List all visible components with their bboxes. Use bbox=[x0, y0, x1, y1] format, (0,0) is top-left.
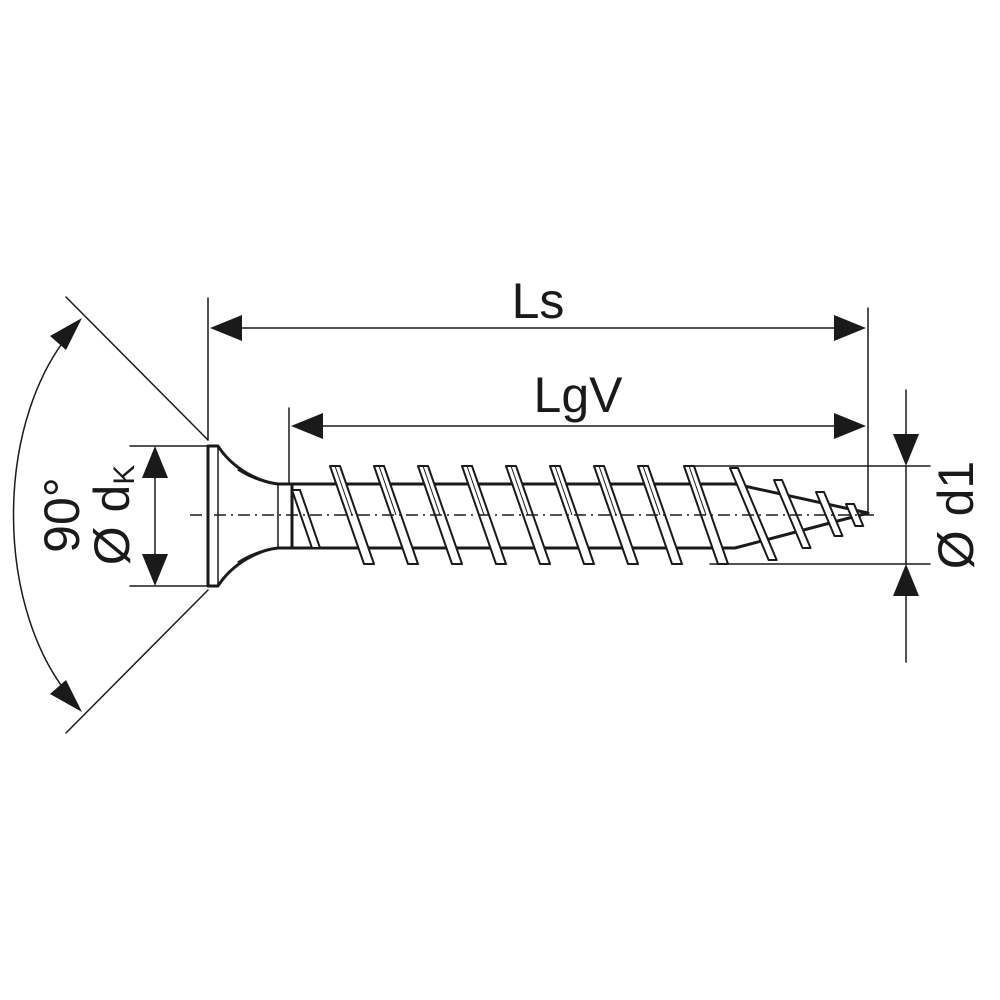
thread-flight-edge bbox=[466, 465, 485, 516]
thread-flight bbox=[729, 467, 778, 561]
lgv-dimension bbox=[288, 407, 866, 485]
angle-arrow-top bbox=[50, 318, 82, 350]
angle-dimension bbox=[12, 296, 209, 734]
thread-flight-edge bbox=[642, 465, 661, 516]
ls-arrow-left bbox=[210, 315, 242, 341]
thread-flight bbox=[815, 491, 844, 537]
ls-dimension bbox=[207, 297, 869, 513]
screw-head bbox=[206, 444, 294, 588]
lgv-arrow-right bbox=[834, 413, 866, 439]
screw-threads bbox=[290, 465, 865, 565]
ls-arrow-right bbox=[834, 315, 866, 341]
d1-arrow-top bbox=[893, 434, 919, 466]
thread-flight-edge bbox=[688, 465, 707, 516]
head-diameter-label: Ø dK bbox=[84, 465, 141, 566]
d1-arrow-bottom bbox=[893, 564, 919, 596]
thread-flight-edge bbox=[510, 465, 529, 516]
thread-flight-edge bbox=[554, 465, 573, 516]
dk-arrow-bottom bbox=[142, 554, 168, 586]
thread-flight-edge bbox=[334, 465, 353, 516]
dk-arrow-top bbox=[142, 446, 168, 478]
angle-label: 90° bbox=[34, 477, 90, 553]
thread-flight bbox=[773, 479, 812, 549]
thread-flight-edge bbox=[422, 465, 441, 516]
thread-diameter-dimension bbox=[893, 389, 919, 663]
thread-flight bbox=[845, 503, 865, 527]
head-diameter-dimension bbox=[129, 445, 209, 587]
thread-diameter-label: Ø d1 bbox=[928, 461, 984, 569]
thread-flight-edge bbox=[598, 465, 617, 516]
thread-flight-edge bbox=[378, 465, 397, 516]
thread-flight bbox=[290, 489, 322, 549]
lgv-label: LgV bbox=[534, 367, 624, 423]
angle-arrow-bottom bbox=[50, 680, 82, 712]
lgv-arrow-left bbox=[291, 413, 323, 439]
ls-label: Ls bbox=[512, 273, 565, 329]
